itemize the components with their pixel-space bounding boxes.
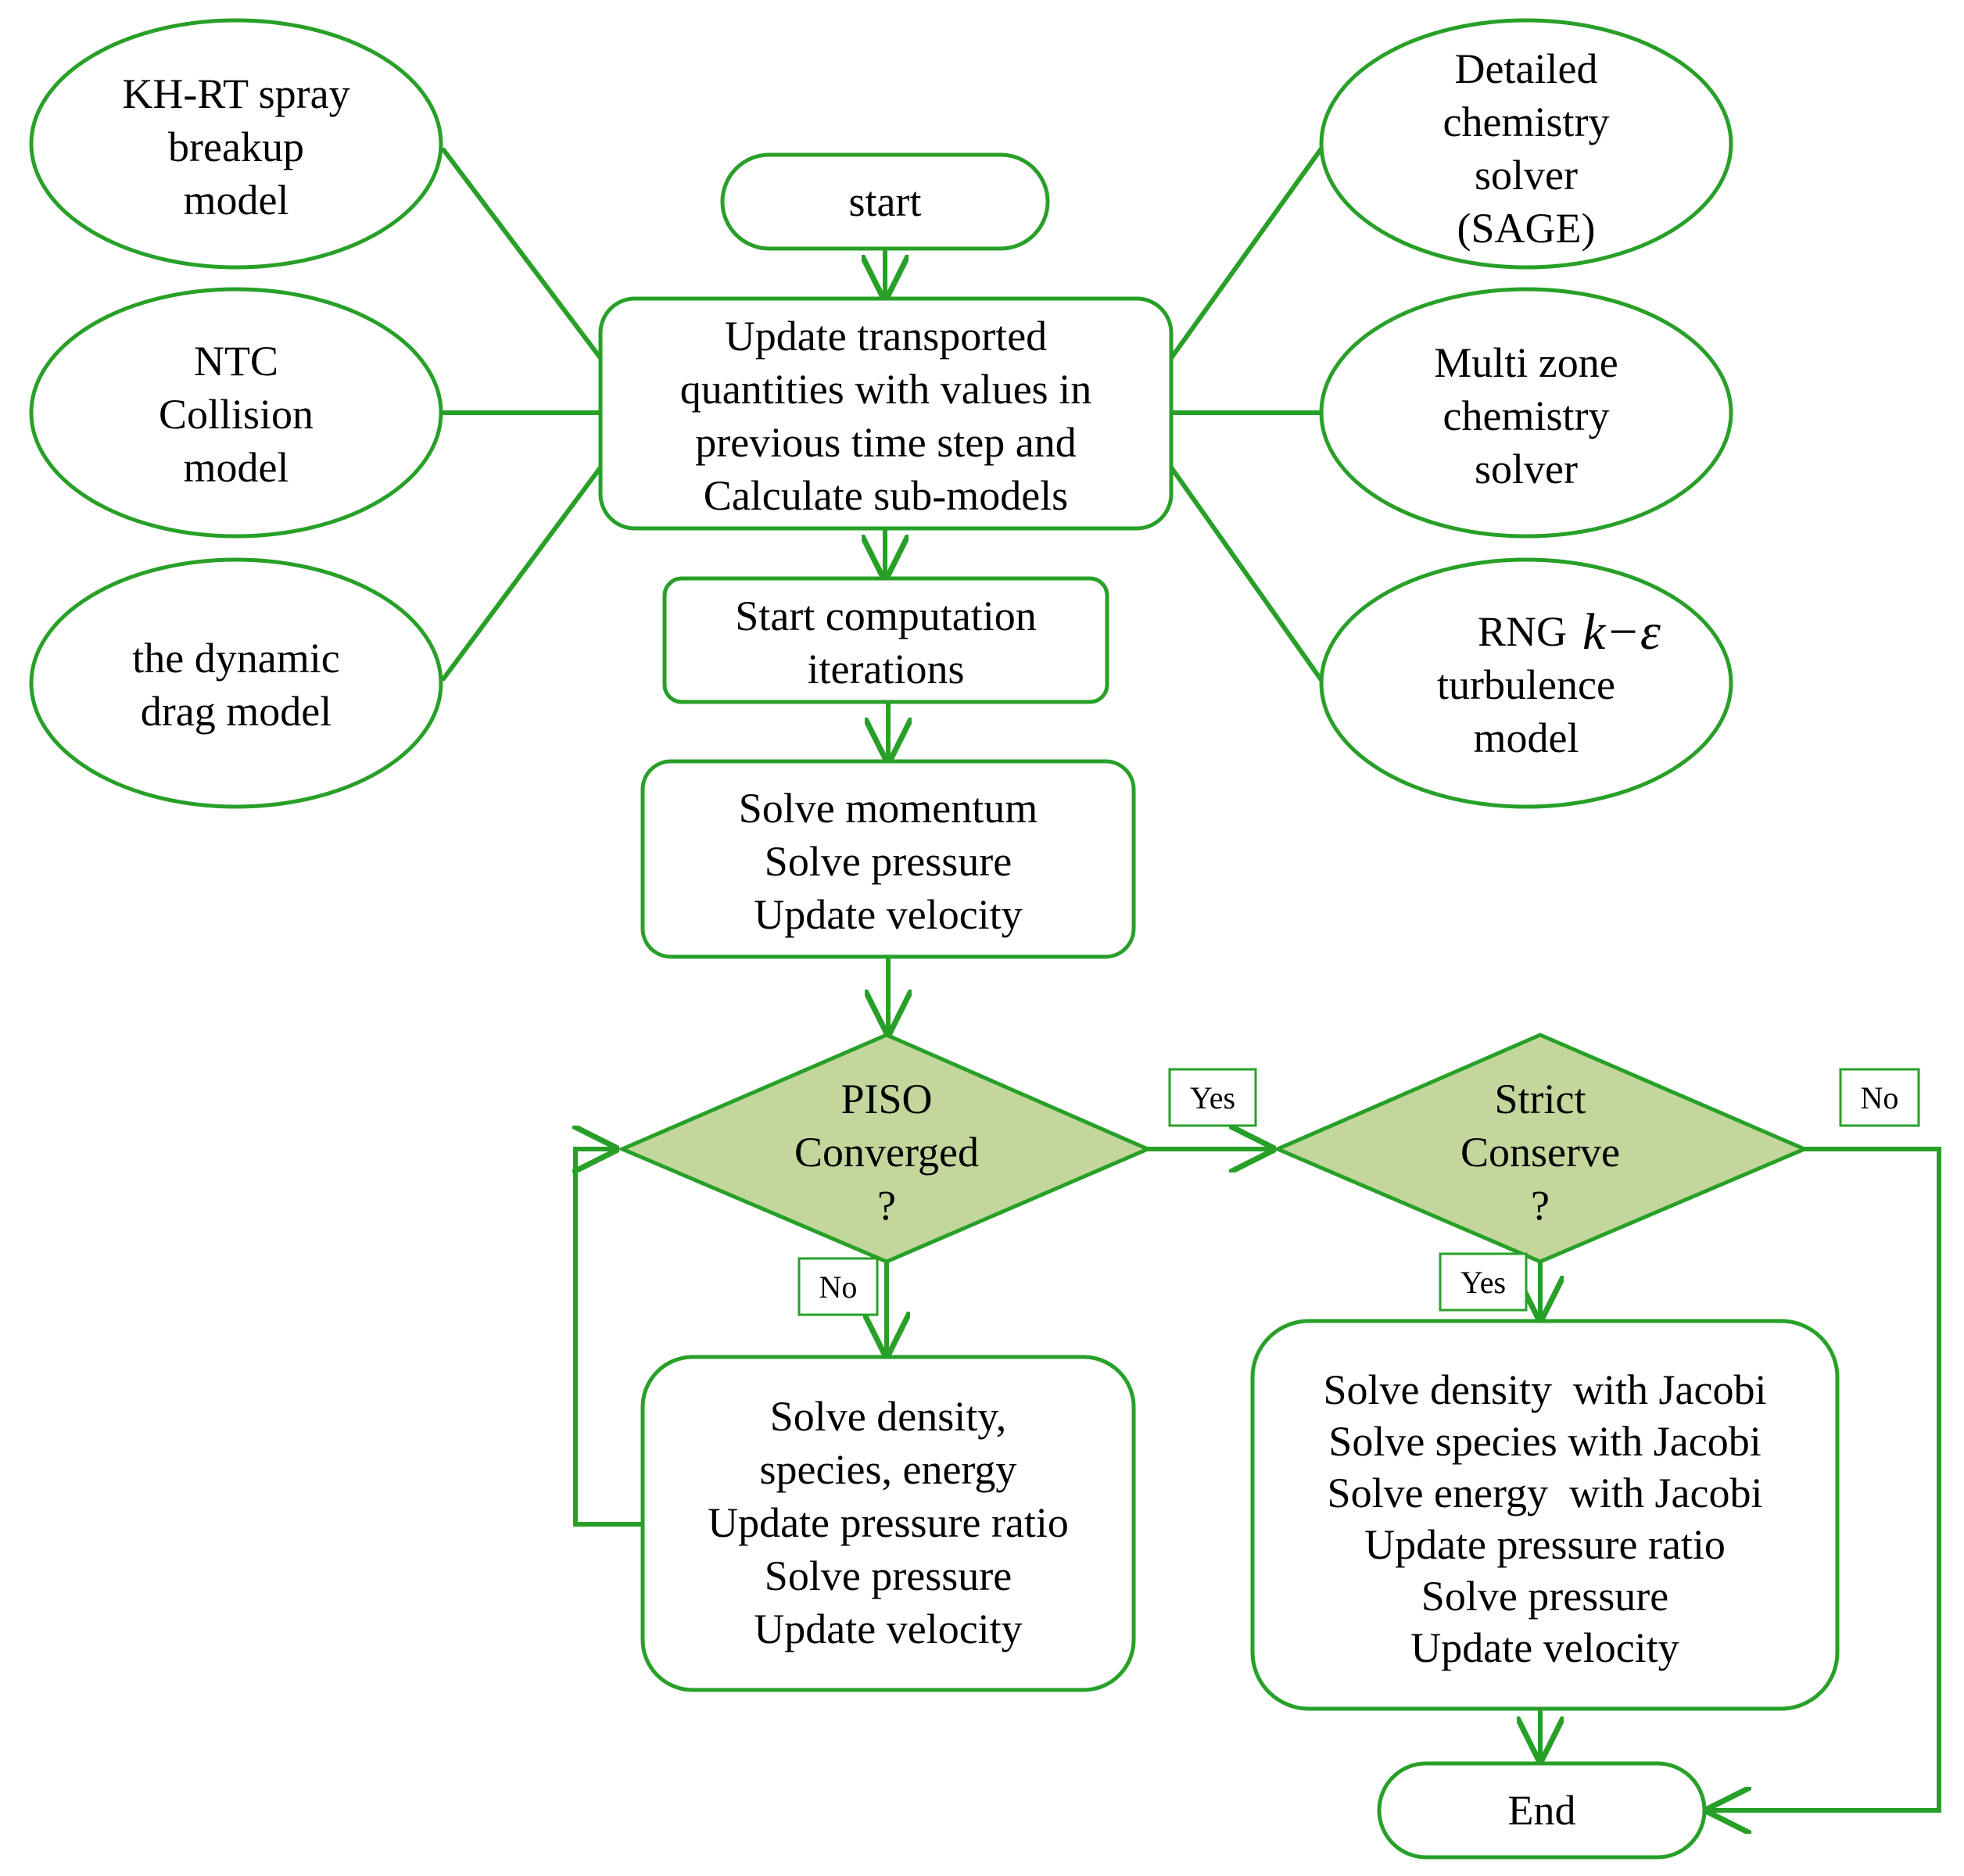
node-line: Update pressure ratio (708, 1499, 1069, 1546)
node-line: iterations (808, 646, 965, 693)
decision-line: Conserve (1460, 1129, 1620, 1176)
ellipse-line: the dynamic (132, 635, 339, 682)
ellipse-dynamic-drag-model: the dynamic drag model (29, 557, 443, 809)
start-label: start (849, 178, 922, 225)
edge-label-piso-yes: Yes (1168, 1068, 1257, 1127)
arrow-strict-no-to-end (1709, 1147, 1941, 1810)
node-line: species, energy (760, 1446, 1017, 1493)
k-epsilon-symbol: k−ε (1582, 603, 1661, 661)
ellipse-line: Detailed (1455, 45, 1598, 92)
connector-drag (440, 466, 603, 682)
ellipse-line: model (1474, 714, 1579, 761)
node-line: previous time step and (695, 419, 1076, 466)
node-line: Update velocity (1410, 1624, 1679, 1671)
ellipse-line: Collision (159, 391, 314, 438)
node-update-transported-quantities: Update transported quantities with value… (598, 296, 1174, 531)
node-line: Update transported (725, 313, 1047, 360)
ellipse-line: chemistry (1443, 392, 1610, 439)
connector-sage (1169, 147, 1324, 360)
node-start-computation-iterations: Start computation iterations (662, 576, 1109, 704)
node-line: quantities with values in (680, 366, 1091, 413)
edge-label-piso-no: No (797, 1257, 879, 1316)
node-line: Solve density with Jacobi (1324, 1366, 1767, 1413)
edge-label-strict-yes: Yes (1439, 1252, 1528, 1312)
ellipse-line: (SAGE) (1457, 205, 1596, 252)
ellipse-khrt-spray-breakup-model: KH-RT spray breakup model (29, 18, 443, 270)
decision-line: PISO (840, 1076, 932, 1122)
node-line: Solve pressure (1421, 1573, 1668, 1620)
rng-prefix: RNG (1478, 608, 1567, 655)
decision-line: Strict (1495, 1076, 1586, 1122)
decision-line: ? (877, 1182, 896, 1229)
ellipse-line: model (184, 444, 289, 491)
yes-label: Yes (1460, 1265, 1506, 1300)
connector-rng (1169, 466, 1324, 682)
node-line: Update velocity (754, 891, 1022, 938)
ellipse-line: KH-RT spray (122, 70, 349, 117)
ellipse-line: NTC (194, 338, 278, 385)
node-solve-momentum: Solve momentum Solve pressure Update vel… (640, 759, 1136, 959)
edge-label-strict-no: No (1839, 1068, 1920, 1127)
node-line: Solve pressure (765, 1552, 1012, 1599)
node-line: Solve pressure (765, 838, 1012, 885)
connector-khrt (440, 147, 603, 360)
no-label: No (1861, 1080, 1899, 1115)
ellipse-rng-turbulence-model: RNG k−ε turbulence model (1319, 557, 1733, 809)
node-start: start (720, 152, 1050, 251)
node-piso-loop-solve-density: Solve density, species, energy Update pr… (640, 1355, 1136, 1692)
ellipse-line: solver (1475, 446, 1578, 492)
decision-piso-converged: PISO Converged ? (617, 1033, 1153, 1264)
node-line: Solve species with Jacobi (1328, 1418, 1761, 1465)
node-jacobi-solve: Solve density with Jacobi Solve species … (1250, 1319, 1840, 1711)
flow-arrows (575, 249, 1941, 1810)
decision-line: ? (1531, 1182, 1550, 1229)
ellipse-line: turbulence (1437, 661, 1615, 708)
ellipse-ntc-collision-model: NTC Collision model (29, 287, 443, 539)
ellipse-line: chemistry (1443, 98, 1610, 145)
side-connectors (440, 147, 1324, 682)
decision-strict-conserve: Strict Conserve ? (1272, 1033, 1810, 1264)
yes-label: Yes (1190, 1080, 1235, 1115)
node-line: Solve density, (770, 1393, 1006, 1440)
ellipse-line: model (184, 177, 289, 224)
ellipse-line: breakup (168, 124, 304, 170)
ellipse-detailed-chemistry-solver-sage: Detailed chemistry solver (SAGE) (1319, 18, 1733, 270)
node-line: Solve energy with Jacobi (1328, 1470, 1763, 1516)
arrow-loop-back-to-piso (575, 1149, 643, 1527)
no-label: No (819, 1269, 858, 1305)
node-line: Update velocity (754, 1606, 1022, 1652)
node-line: Solve momentum (739, 785, 1038, 832)
ellipse-multi-zone-chemistry-solver: Multi zone chemistry solver (1319, 287, 1733, 539)
node-line: Calculate sub-models (704, 472, 1068, 519)
ellipse-line: Multi zone (1434, 339, 1618, 386)
node-end: End (1377, 1761, 1707, 1860)
ellipse-line: drag model (141, 688, 332, 735)
node-line: Update pressure ratio (1364, 1521, 1726, 1568)
ellipse-line: solver (1475, 152, 1578, 199)
node-line: Start computation (735, 593, 1036, 639)
end-label: End (1508, 1787, 1576, 1834)
decision-line: Converged (794, 1129, 979, 1176)
